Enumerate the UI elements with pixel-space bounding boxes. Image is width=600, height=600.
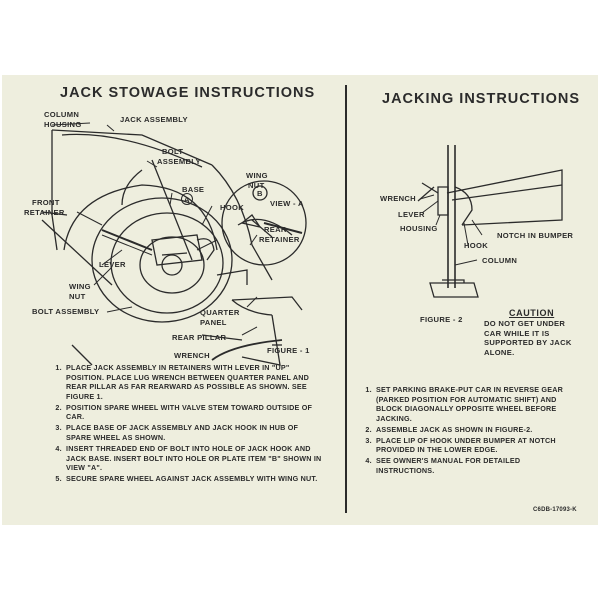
jack-assembly-label: JACK ASSEMBLY: [120, 115, 188, 124]
column-label: COLUMN: [44, 110, 80, 119]
stowage-step: PLACE JACK ASSEMBLY IN RETAINERS WITH LE…: [64, 363, 324, 401]
base-label: BASE: [182, 185, 205, 194]
view-a-circle-letter: B: [257, 189, 263, 198]
quarter-panel-label-1: QUARTER: [200, 308, 240, 317]
jacking-instructions-title: JACKING INSTRUCTIONS: [382, 91, 581, 107]
bolt-assembly-top-label-1: BOLT: [162, 147, 184, 156]
right-lever-label: LEVER: [398, 210, 425, 219]
jacking-step: SEE OWNER'S MANUAL FOR DETAILED INSTRUCT…: [374, 456, 564, 475]
figure-2-label: FIGURE - 2: [420, 315, 463, 324]
view-a-label: VIEW - A: [270, 199, 304, 208]
instruction-card: JACK STOWAGE INSTRUCTIONS: [2, 75, 598, 525]
wing-nut-top-label-2: NUT: [248, 181, 265, 190]
right-wrench-label: WRENCH: [380, 194, 416, 203]
wing-nut-bottom-label-2: NUT: [69, 292, 86, 301]
quarter-panel-label-2: PANEL: [200, 318, 227, 327]
figure-2-illustration: [417, 145, 563, 298]
jacking-step: SET PARKING BRAKE-PUT CAR IN REVERSE GEA…: [374, 385, 564, 423]
caution-title: CAUTION: [509, 308, 555, 318]
front-retainer-label-1: FRONT: [32, 198, 60, 207]
stowage-steps-list: PLACE JACK ASSEMBLY IN RETAINERS WITH LE…: [50, 363, 324, 485]
right-hook-label: HOOK: [464, 241, 488, 250]
wing-nut-top-label-1: WING: [246, 171, 268, 180]
wrench-label: WRENCH: [174, 351, 210, 360]
part-number: C6DB-17093-K: [533, 507, 577, 513]
notch-in-bumper-label: NOTCH IN BUMPER: [497, 231, 574, 240]
wing-nut-bottom-label-1: WING: [69, 282, 91, 291]
lever-label: LEVER: [99, 260, 126, 269]
stowage-step: POSITION SPARE WHEEL WITH VALVE STEM TOW…: [64, 403, 324, 422]
front-retainer-label-2: RETAINER: [24, 208, 65, 217]
jack-stowage-title: JACK STOWAGE INSTRUCTIONS: [60, 85, 316, 101]
stowage-step: PLACE BASE OF JACK ASSEMBLY AND JACK HOO…: [64, 423, 324, 442]
a-circle-letter: A: [184, 195, 190, 204]
jacking-steps-list: SET PARKING BRAKE-PUT CAR IN REVERSE GEA…: [360, 385, 564, 477]
right-column-label: COLUMN: [482, 256, 518, 265]
stowage-step: SECURE SPARE WHEEL AGAINST JACK ASSEMBLY…: [64, 474, 324, 484]
rear-retainer-label-1: REAR: [264, 225, 287, 234]
jacking-step: ASSEMBLE JACK AS SHOWN IN FIGURE-2.: [374, 425, 564, 435]
stowage-step: INSERT THREADED END OF BOLT INTO HOLE OF…: [64, 444, 324, 473]
rear-pillar-label: REAR PILLAR: [172, 333, 227, 342]
section-divider: [345, 85, 347, 513]
housing-label: HOUSING: [44, 120, 82, 129]
figure-1-label: FIGURE - 1: [267, 346, 310, 355]
caution-text: DO NOT GET UNDER CAR WHILE IT IS SUPPORT…: [484, 319, 572, 357]
figure-1-illustration: [41, 122, 307, 366]
rear-retainer-label-2: RETAINER: [259, 235, 300, 244]
hook-label: HOOK: [220, 203, 244, 212]
bolt-assembly-top-label-2: ASSEMBLY: [157, 157, 201, 166]
jacking-step: PLACE LIP OF HOOK UNDER BUMPER AT NOTCH …: [374, 436, 564, 455]
bolt-assembly-bottom-label: BOLT ASSEMBLY: [32, 307, 100, 316]
right-housing-label: HOUSING: [400, 224, 438, 233]
